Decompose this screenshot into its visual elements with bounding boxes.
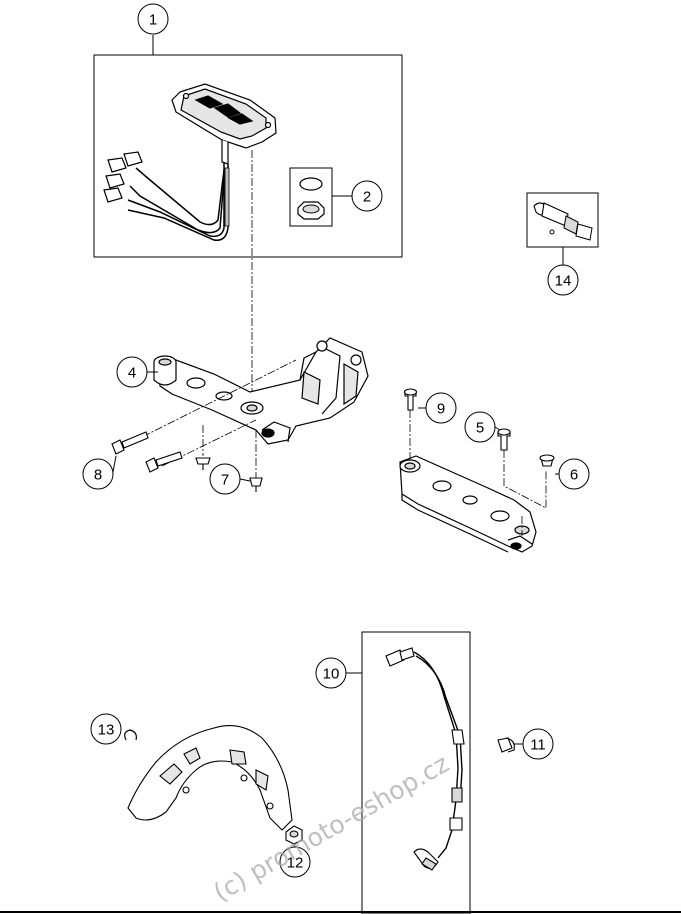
- callout-8: 8: [82, 455, 117, 490]
- callout-13: 13: [90, 713, 122, 745]
- svg-text:8: 8: [94, 467, 102, 484]
- callout-1: 1: [137, 3, 169, 35]
- box-sensor-cable: [346, 631, 471, 914]
- svg-text:14: 14: [555, 273, 572, 290]
- callout-4: 4: [116, 356, 158, 388]
- svg-text:1: 1: [149, 12, 157, 29]
- circlip-13: [124, 729, 137, 741]
- clip-11: [497, 737, 515, 753]
- svg-text:7: 7: [221, 472, 229, 489]
- svg-text:2: 2: [363, 189, 371, 206]
- instrument-cluster-drawing: [103, 83, 277, 241]
- brake-disc-drawing: [127, 725, 293, 831]
- screws-left: [111, 359, 297, 492]
- svg-text:9: 9: [437, 401, 445, 418]
- box-instrument-cluster: [93, 35, 403, 258]
- callout-14: 14: [547, 264, 579, 296]
- bracket-assembly-left: [153, 337, 369, 445]
- bracket-assembly-right: [399, 455, 537, 553]
- svg-text:12: 12: [287, 855, 304, 872]
- callout-5: 5: [464, 411, 501, 443]
- watermark-text: (c) promoto-eshop.cz: [209, 749, 454, 907]
- seal-box: [289, 167, 352, 227]
- callout-6: 6: [555, 458, 590, 490]
- svg-text:4: 4: [128, 365, 136, 382]
- svg-text:11: 11: [530, 737, 546, 754]
- svg-text:10: 10: [323, 666, 340, 683]
- callout-10: 10: [315, 657, 347, 689]
- svg-text:6: 6: [570, 467, 578, 484]
- callout-7: 7: [209, 463, 251, 495]
- svg-text:5: 5: [476, 420, 484, 437]
- steering-lock-box: [526, 192, 599, 265]
- callout-2: 2: [351, 180, 383, 212]
- callout-12: 12: [279, 843, 311, 878]
- callout-9: 9: [418, 392, 457, 424]
- pins-right: [403, 388, 555, 536]
- callout-11: 11: [514, 728, 554, 760]
- svg-text:13: 13: [98, 722, 115, 739]
- sensor-cable-drawing: [385, 647, 465, 871]
- nut-12: [285, 825, 303, 845]
